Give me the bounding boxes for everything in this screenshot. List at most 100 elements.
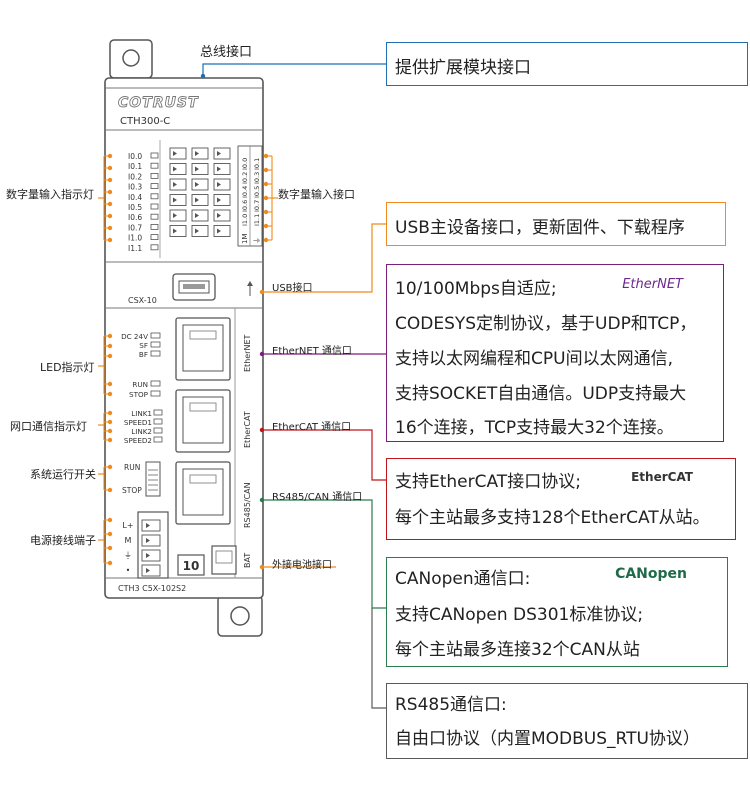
- di-terminal-slot: [169, 194, 187, 206]
- status-led-label-4: STOP: [129, 390, 149, 399]
- led-indicator-bracket-dot-1: [107, 343, 113, 349]
- term-1m-label: 1M: [241, 234, 249, 245]
- numeric-display: [177, 554, 205, 576]
- power-terminal-arrow-2: [146, 553, 150, 558]
- power-terminal-bracket-dot-1: [107, 531, 113, 537]
- port-label-rs485: RS485/CAN: [243, 482, 252, 528]
- di-port-bracket-dot-5: [263, 223, 269, 229]
- status-led-label-2: BF: [139, 350, 148, 359]
- callout-canopen-line-2: 支持CANopen DS301标准协议;: [395, 605, 644, 625]
- di-port-bracket-dot-4: [263, 209, 269, 215]
- callout-ethernet-line-1: 10/100Mbps自适应;: [395, 279, 557, 299]
- di-port-bracket-dot-2: [263, 181, 269, 187]
- usb-icon: [247, 281, 253, 296]
- term-ground-label: ⏚: [253, 237, 261, 244]
- port-label-ethercat: EtherCAT: [243, 411, 252, 448]
- battery-connector[interactable]: [211, 545, 237, 575]
- di-terminal-arrow: [195, 151, 199, 156]
- di-terminal-arrow: [173, 197, 177, 203]
- di-terminal-slot: [191, 147, 209, 160]
- led-indicator-bracket-dot-0: [107, 333, 113, 339]
- di-led-label-4: I0.4: [128, 193, 142, 202]
- di-indicator-bracket-dot-7: [107, 237, 113, 243]
- di-terminal-slot: [213, 163, 231, 175]
- ethercat-logo: EtherCAT: [631, 470, 693, 484]
- power-terminal-arrow-3: [146, 568, 150, 573]
- bus-leader: [202, 63, 386, 76]
- status-led-3: [150, 380, 161, 387]
- rs485-can-port[interactable]: [175, 461, 231, 525]
- label-ethernet: EtherNET 通信口: [272, 346, 352, 357]
- di-port-bracket-dot-3: [263, 195, 269, 201]
- net-led-label-2: LINK2: [131, 427, 152, 436]
- label-power-terminal: 电源接线端子: [30, 534, 96, 547]
- ethernet-port[interactable]: [175, 317, 231, 381]
- term-col2-label-2: I0.5: [253, 186, 261, 198]
- di-port-bracket-dot-1: [263, 167, 269, 173]
- usb-leader: [262, 223, 386, 293]
- status-led-4: [150, 390, 161, 397]
- power-terminal-label-2: ⏚: [124, 551, 132, 560]
- di-indicator-bracket-dot-3: [107, 189, 113, 195]
- di-terminal-arrow: [217, 197, 221, 203]
- di-terminal-slot: [169, 178, 187, 191]
- di-terminal-slot: [213, 225, 231, 237]
- term-col1-label-0: I0.0: [241, 158, 249, 170]
- di-led-9: [150, 244, 159, 251]
- term-col1-label-4: I1.0: [241, 214, 249, 226]
- device-generated-parts: I0.0I0.1I0.2I0.3I0.4I0.5I0.6I0.7I1.0I1.1…: [121, 145, 263, 577]
- callout-rs485-line-2: 自由口协议（内置MODBUS_RTU协议）: [395, 729, 700, 749]
- term-col2-label-0: I0.1: [253, 158, 261, 170]
- term-col2-label-3: I0.7: [253, 200, 261, 212]
- net-led-1: [153, 418, 163, 425]
- term-col1-label-1: I0.2: [241, 172, 249, 184]
- di-led-4: [150, 193, 159, 200]
- status-led-label-0: DC 24V: [121, 332, 148, 341]
- callout-canopen: CANopen CANopen通信口: 支持CANopen DS301标准协议;…: [386, 557, 728, 667]
- di-terminal-arrow: [195, 166, 199, 172]
- di-terminal-slot: [191, 225, 209, 237]
- di-terminal-slot: [191, 178, 209, 191]
- di-led-label-3: I0.3: [128, 183, 142, 192]
- di-indicator-bracket-dot-1: [107, 165, 113, 171]
- di-led-5: [150, 203, 159, 210]
- power-terminal-slot-0: [141, 519, 161, 532]
- di-terminal-slot: [213, 147, 231, 160]
- callout-ethernet-line-4: 支持SOCKET自由通信。UDP支持最大: [395, 384, 687, 404]
- bat-label: BAT: [243, 553, 252, 568]
- di-led-label-2: I0.2: [128, 172, 142, 181]
- term-col2-label-4: I1.1: [253, 214, 261, 226]
- di-terminal-slot: [191, 163, 209, 175]
- usb-port[interactable]: [172, 273, 216, 301]
- di-terminal-arrow: [217, 151, 221, 156]
- di-terminal-arrow: [195, 213, 199, 218]
- di-led-7: [150, 223, 159, 230]
- label-bus: 总线接口: [200, 45, 253, 60]
- di-led-label-0: I0.0: [128, 152, 142, 161]
- di-terminal-arrow: [217, 228, 221, 234]
- di-led-0: [150, 152, 159, 159]
- di-terminal-slot: [191, 194, 209, 206]
- power-terminal-slot-1: [141, 534, 161, 547]
- di-terminal-slot: [169, 147, 187, 160]
- callout-ethercat-line-2: 每个主站最多支持128个EtherCAT从站。: [395, 508, 710, 528]
- callout-ethernet-line-3: 支持以太网编程和CPU间以太网通信,: [395, 349, 673, 369]
- di-terminal-slot: [213, 194, 231, 206]
- power-terminal-arrow-1: [146, 538, 150, 543]
- callout-ethercat: EtherCAT 支持EtherCAT接口协议; 每个主站最多支持128个Eth…: [386, 458, 736, 540]
- di-port-bracket-dot-6: [263, 237, 269, 243]
- callout-canopen-line-3: 每个主站最多连接32个CAN从站: [395, 640, 640, 660]
- callout-usb: USB主设备接口，更新固件、下载程序: [386, 202, 726, 246]
- net-indicator-bracket-dot-0: [107, 410, 113, 416]
- ethernet-logo: EtherNET: [622, 277, 683, 292]
- di-led-label-8: I1.0: [128, 234, 142, 243]
- status-led-label-3: RUN: [132, 380, 148, 389]
- power-terminal-slot-3: [141, 564, 161, 577]
- bottom-label: CTH3 C5X-102S2: [118, 584, 186, 593]
- label-battery: 外接电池接口: [272, 560, 332, 571]
- run-switch-body: [145, 461, 161, 497]
- label-ethercat: EtherCAT 通信口: [272, 422, 352, 433]
- ethercat-port[interactable]: [175, 389, 231, 453]
- callout-ethernet-line-5: 16个连接，TCP支持最大32个连接。: [395, 418, 674, 438]
- di-terminal-arrow: [217, 213, 221, 218]
